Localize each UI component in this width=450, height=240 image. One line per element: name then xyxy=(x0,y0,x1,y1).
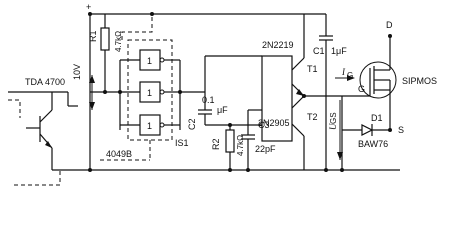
label-r2-name: R2 xyxy=(211,138,221,150)
label-gate-3: 1 xyxy=(147,121,152,131)
label-10v: 10V xyxy=(72,64,82,80)
label-tda4700: TDA 4700 xyxy=(25,77,65,87)
inverter-bank-4049b xyxy=(100,12,262,161)
label-sipmos: SIPMOS xyxy=(402,76,437,86)
label-c2-unit: μF xyxy=(217,105,228,115)
circuit-schematic: TDA 4700 10V + R1 4.7kΩ 1 1 1 4049B IS1 … xyxy=(8,2,437,186)
tda4700-output-stage xyxy=(8,91,90,186)
ugs-arrow xyxy=(335,75,355,160)
label-drain: D xyxy=(386,20,393,30)
label-gate-2: 1 xyxy=(147,88,152,98)
capacitor-c1 xyxy=(319,14,333,172)
label-ig: I xyxy=(341,67,346,77)
label-d1: D1 xyxy=(371,113,383,123)
diode-d1 xyxy=(341,96,390,170)
label-c1-name: C1 xyxy=(313,46,325,56)
label-ig-sub: G xyxy=(347,71,353,80)
capacitor-c2 xyxy=(198,92,262,126)
label-ugs: U xyxy=(328,123,338,130)
label-c2-value: 0.1 xyxy=(202,95,215,105)
label-t2-part: 2N2905 xyxy=(258,118,290,128)
label-ugs-sub: GS xyxy=(329,112,338,124)
label-is1: IS1 xyxy=(175,138,189,148)
label-r2-value: 4.7kΩ xyxy=(236,135,245,156)
label-g: G xyxy=(358,84,365,94)
ground-rail xyxy=(90,168,400,172)
label-r1-name: R1 xyxy=(88,30,98,42)
label-gate-1: 1 xyxy=(147,56,152,66)
label-r1-value: 4.7kΩ xyxy=(114,31,123,52)
resistor-r2 xyxy=(225,123,235,170)
label-c3-value: 22pF xyxy=(255,144,276,154)
label-c1-value: 1μF xyxy=(331,46,347,56)
capacitor-c3 xyxy=(241,109,262,170)
schematic-svg: TDA 4700 10V + R1 4.7kΩ 1 1 1 4049B IS1 … xyxy=(8,2,437,186)
label-t1-part: 2N2219 xyxy=(262,40,294,50)
label-baw76: BAW76 xyxy=(358,139,388,149)
label-source: S xyxy=(398,125,404,135)
label-t2-name: T2 xyxy=(307,112,318,122)
label-4049b: 4049B xyxy=(106,149,132,159)
label-plus: + xyxy=(86,2,91,12)
label-t1-name: T1 xyxy=(307,64,318,74)
resistor-r1 xyxy=(90,14,120,94)
label-c3-name: C3 xyxy=(258,120,270,130)
sipmos-mosfet xyxy=(350,34,397,132)
label-c2-name: C2 xyxy=(187,118,197,130)
